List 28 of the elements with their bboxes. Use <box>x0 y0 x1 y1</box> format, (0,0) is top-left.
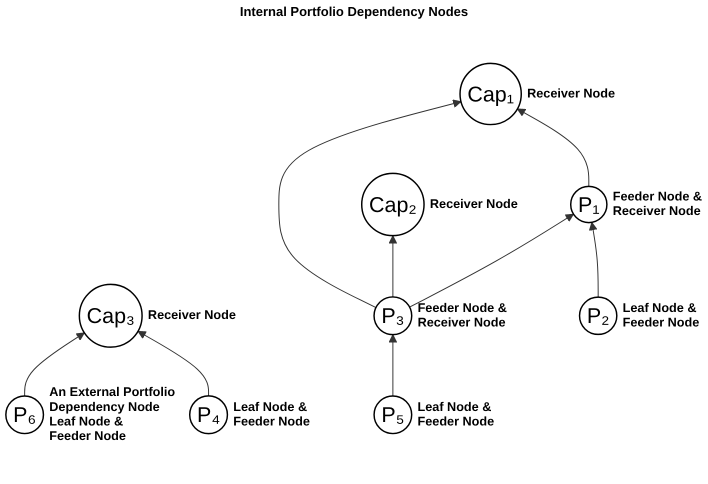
node-annotation: Receiver Node <box>148 308 236 322</box>
node-annotation: Leaf Node & Feeder Node <box>622 300 700 330</box>
node-annotation: Leaf Node & Feeder Node <box>418 400 494 428</box>
node-annotation: Receiver Node <box>430 196 518 211</box>
node-circle: P₂ <box>578 296 618 336</box>
arrow <box>138 330 210 396</box>
arrow <box>24 332 85 396</box>
node-circle: P₅ <box>373 395 412 434</box>
node-circle: Cap₂ <box>361 172 425 236</box>
node-circle: Cap₃ <box>78 284 143 348</box>
region-label: Internal Portfolio Dependency Nodes <box>240 4 468 19</box>
node-circle: P₄ <box>188 395 228 434</box>
arrow <box>278 99 462 308</box>
node-circle: P₃ <box>373 296 412 336</box>
arrow <box>388 334 398 396</box>
node-annotation: Feeder Node & Receiver Node <box>418 300 507 330</box>
arrow <box>409 214 574 308</box>
node-circle: Cap₁ <box>459 62 522 126</box>
node-annotation: Feeder Node & Receiver Node <box>612 190 702 218</box>
node-annotation: An External Portfolio Dependency Node <box>49 385 176 414</box>
arrow <box>388 235 398 298</box>
node-circle: P₁ <box>570 186 608 224</box>
arrow <box>588 222 599 298</box>
arrow <box>516 108 590 187</box>
node-annotation: Leaf Node & Feeder Node <box>49 414 126 444</box>
node-circle: P₆ <box>5 395 44 434</box>
node-annotation: Leaf Node & Feeder Node <box>233 400 310 428</box>
node-annotation: Receiver Node <box>527 86 616 100</box>
